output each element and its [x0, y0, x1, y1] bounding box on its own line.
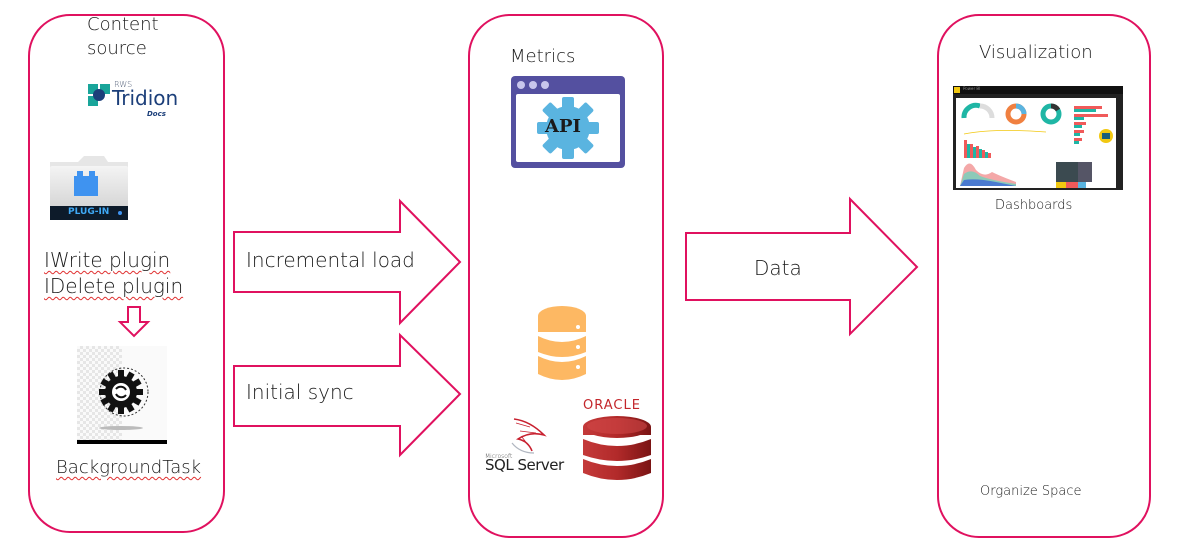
sql-server-product: SQL Server — [485, 456, 564, 474]
visualization-title: Visualization — [979, 42, 1093, 63]
initial-sync-label: Initial sync — [246, 380, 354, 404]
plugin-folder-icon: PLUG-IN — [46, 152, 132, 224]
oracle-database-icon — [583, 416, 651, 480]
sql-server-vendor: Microsoft — [485, 453, 513, 460]
plugin-iwrite: IWrite plugin — [44, 248, 171, 272]
content-source-title-line2: source — [87, 38, 147, 59]
api-gear-icon — [537, 97, 599, 159]
down-arrow-icon — [117, 306, 151, 338]
background-task-image — [77, 346, 167, 444]
content-source-panel — [28, 14, 225, 533]
data-arrow — [685, 196, 919, 337]
incremental-load-arrow — [233, 198, 462, 326]
database-icon — [538, 306, 586, 380]
logo-tridion: Tridion — [112, 86, 179, 110]
tridion-mark-icon — [88, 84, 110, 106]
organize-space-label: Organize Space — [980, 484, 1082, 499]
tridion-docs-logo: RWS Tridion Docs — [88, 80, 178, 120]
logo-rws: RWS — [114, 80, 133, 89]
dashboards-caption: Dashboards — [995, 198, 1073, 213]
data-arrow-label: Data — [754, 256, 802, 280]
metrics-title: Metrics — [510, 46, 576, 67]
plugin-folder-label: PLUG-IN — [68, 207, 110, 217]
logo-docs: Docs — [147, 110, 166, 118]
api-label: API — [545, 116, 581, 137]
api-window-icon: API — [511, 76, 625, 168]
dashboard-thumbnail: Power BI — [953, 86, 1123, 190]
dashboard-app-bar: Power BI — [953, 86, 1123, 94]
gear-sync-icon — [77, 367, 167, 444]
plugin-idelete: IDelete plugin — [44, 274, 184, 298]
sql-server-logo-icon — [511, 418, 547, 454]
content-source-title-line1: Content — [87, 14, 159, 35]
initial-sync-arrow — [233, 332, 462, 458]
incremental-load-label: Incremental load — [246, 248, 415, 272]
oracle-logo-text: ORACLE — [583, 398, 641, 413]
background-task-label: BackgroundTask — [56, 457, 202, 478]
